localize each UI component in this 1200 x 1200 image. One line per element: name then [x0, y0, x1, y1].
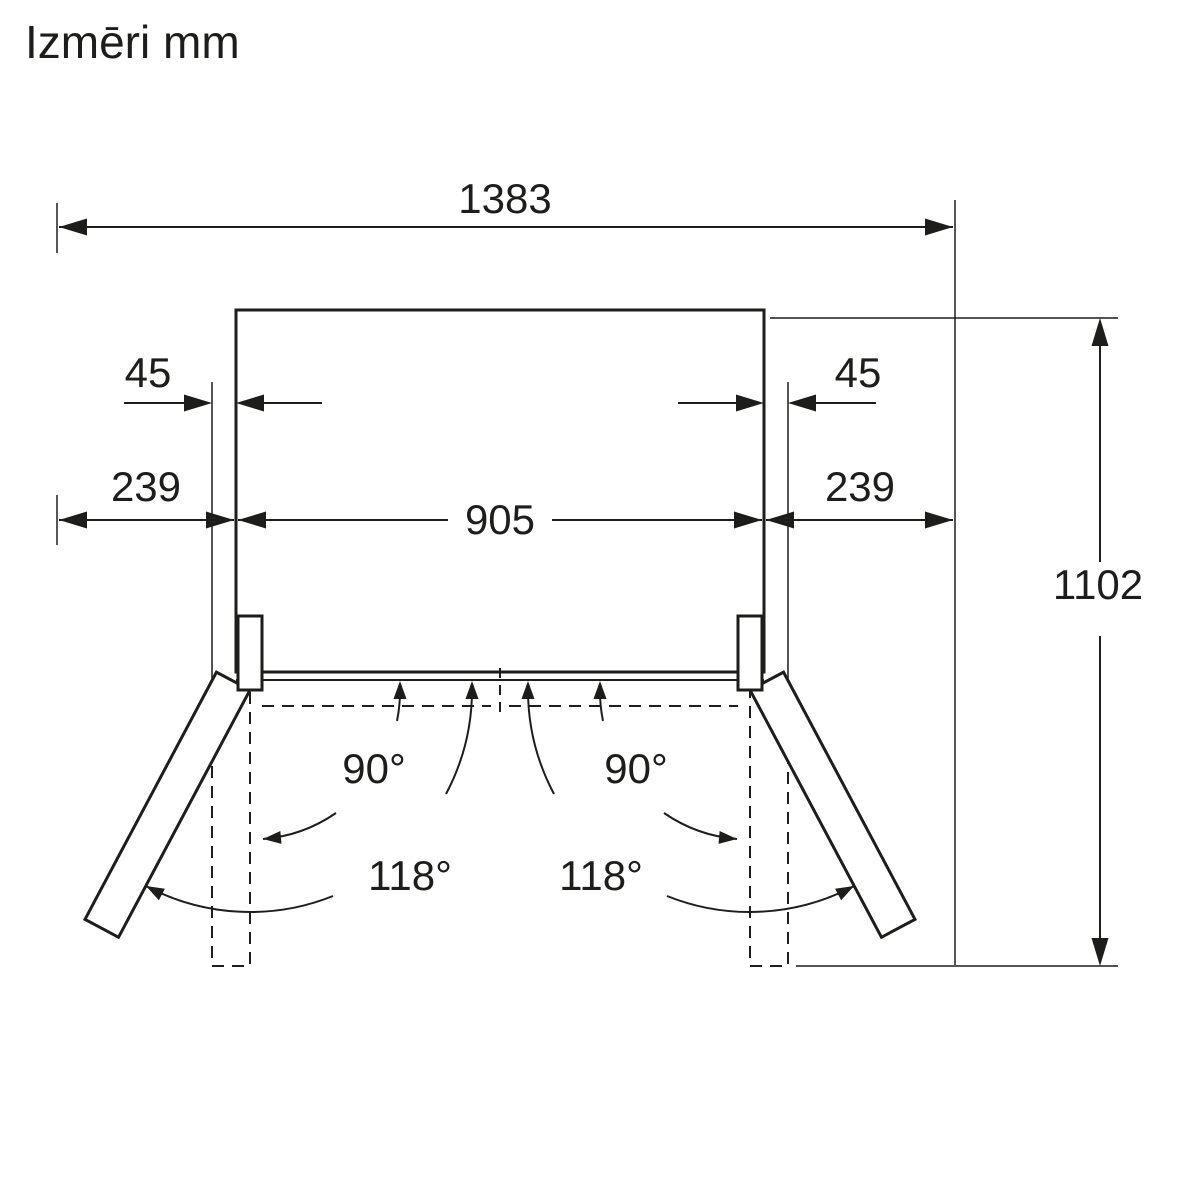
dim-body-width-label: 905 — [465, 496, 535, 543]
right-118deg-swing: 118° — [521, 681, 858, 913]
arrowhead — [925, 511, 953, 529]
swing-arc — [666, 885, 855, 913]
left-door-open-118 — [82, 670, 253, 940]
right-door-open-118 — [747, 670, 918, 940]
arc-arrowhead — [718, 830, 738, 846]
left-door-90deg-outline — [211, 689, 251, 967]
cabinet-outline — [234, 308, 766, 674]
left-hinge — [236, 614, 264, 692]
dim-door-gap-left-label: 45 — [125, 349, 172, 396]
arrowhead-up — [1091, 318, 1109, 346]
dim-door-gap-left: 45 — [124, 349, 322, 688]
dim-side-clearance-right: 239 — [766, 463, 953, 529]
left-90deg-swing: 90° — [262, 681, 407, 846]
arc-arrowhead — [262, 830, 282, 846]
right-hinge — [736, 614, 764, 692]
dim-side-clearance-right-label: 239 — [825, 463, 895, 510]
right-90deg-label: 90° — [604, 745, 668, 792]
dim-total-width: 1383 — [56, 175, 953, 253]
left-118deg-swing: 118° — [142, 681, 479, 913]
dim-door-gap-right-label: 45 — [835, 349, 882, 396]
arrowhead — [788, 394, 816, 412]
dim-depth-total-label: 1102 — [1053, 561, 1143, 608]
arrowhead-left — [59, 218, 87, 236]
dim-depth-total: 1102 — [770, 317, 1143, 967]
swing-arc — [445, 689, 473, 795]
swing-arc — [527, 689, 555, 795]
page-title: Izmēri mm — [25, 16, 240, 68]
right-118deg-label: 118° — [559, 852, 643, 899]
arc-arrowhead — [465, 681, 479, 699]
arc-arrowhead — [521, 681, 535, 699]
dim-door-gap-right: 45 — [678, 349, 881, 688]
arrowhead — [766, 511, 794, 529]
swing-arc — [145, 885, 334, 913]
dim-body-width: 905 — [238, 496, 762, 543]
arrowhead — [206, 511, 234, 529]
arrowhead — [59, 511, 87, 529]
arc-arrowhead — [393, 681, 407, 699]
right-90deg-swing: 90° — [593, 681, 738, 846]
arrowhead-right — [925, 218, 953, 236]
arrowhead — [184, 394, 212, 412]
right-door-90deg-outline — [749, 689, 789, 967]
dim-total-width-label: 1383 — [458, 175, 551, 222]
arc-arrowhead — [593, 681, 607, 699]
left-118deg-label: 118° — [368, 852, 452, 899]
left-90deg-label: 90° — [342, 745, 406, 792]
dim-side-clearance-left-label: 239 — [111, 463, 181, 510]
dim-side-clearance-left: 239 — [56, 463, 234, 545]
arrowhead-down — [1091, 938, 1109, 966]
